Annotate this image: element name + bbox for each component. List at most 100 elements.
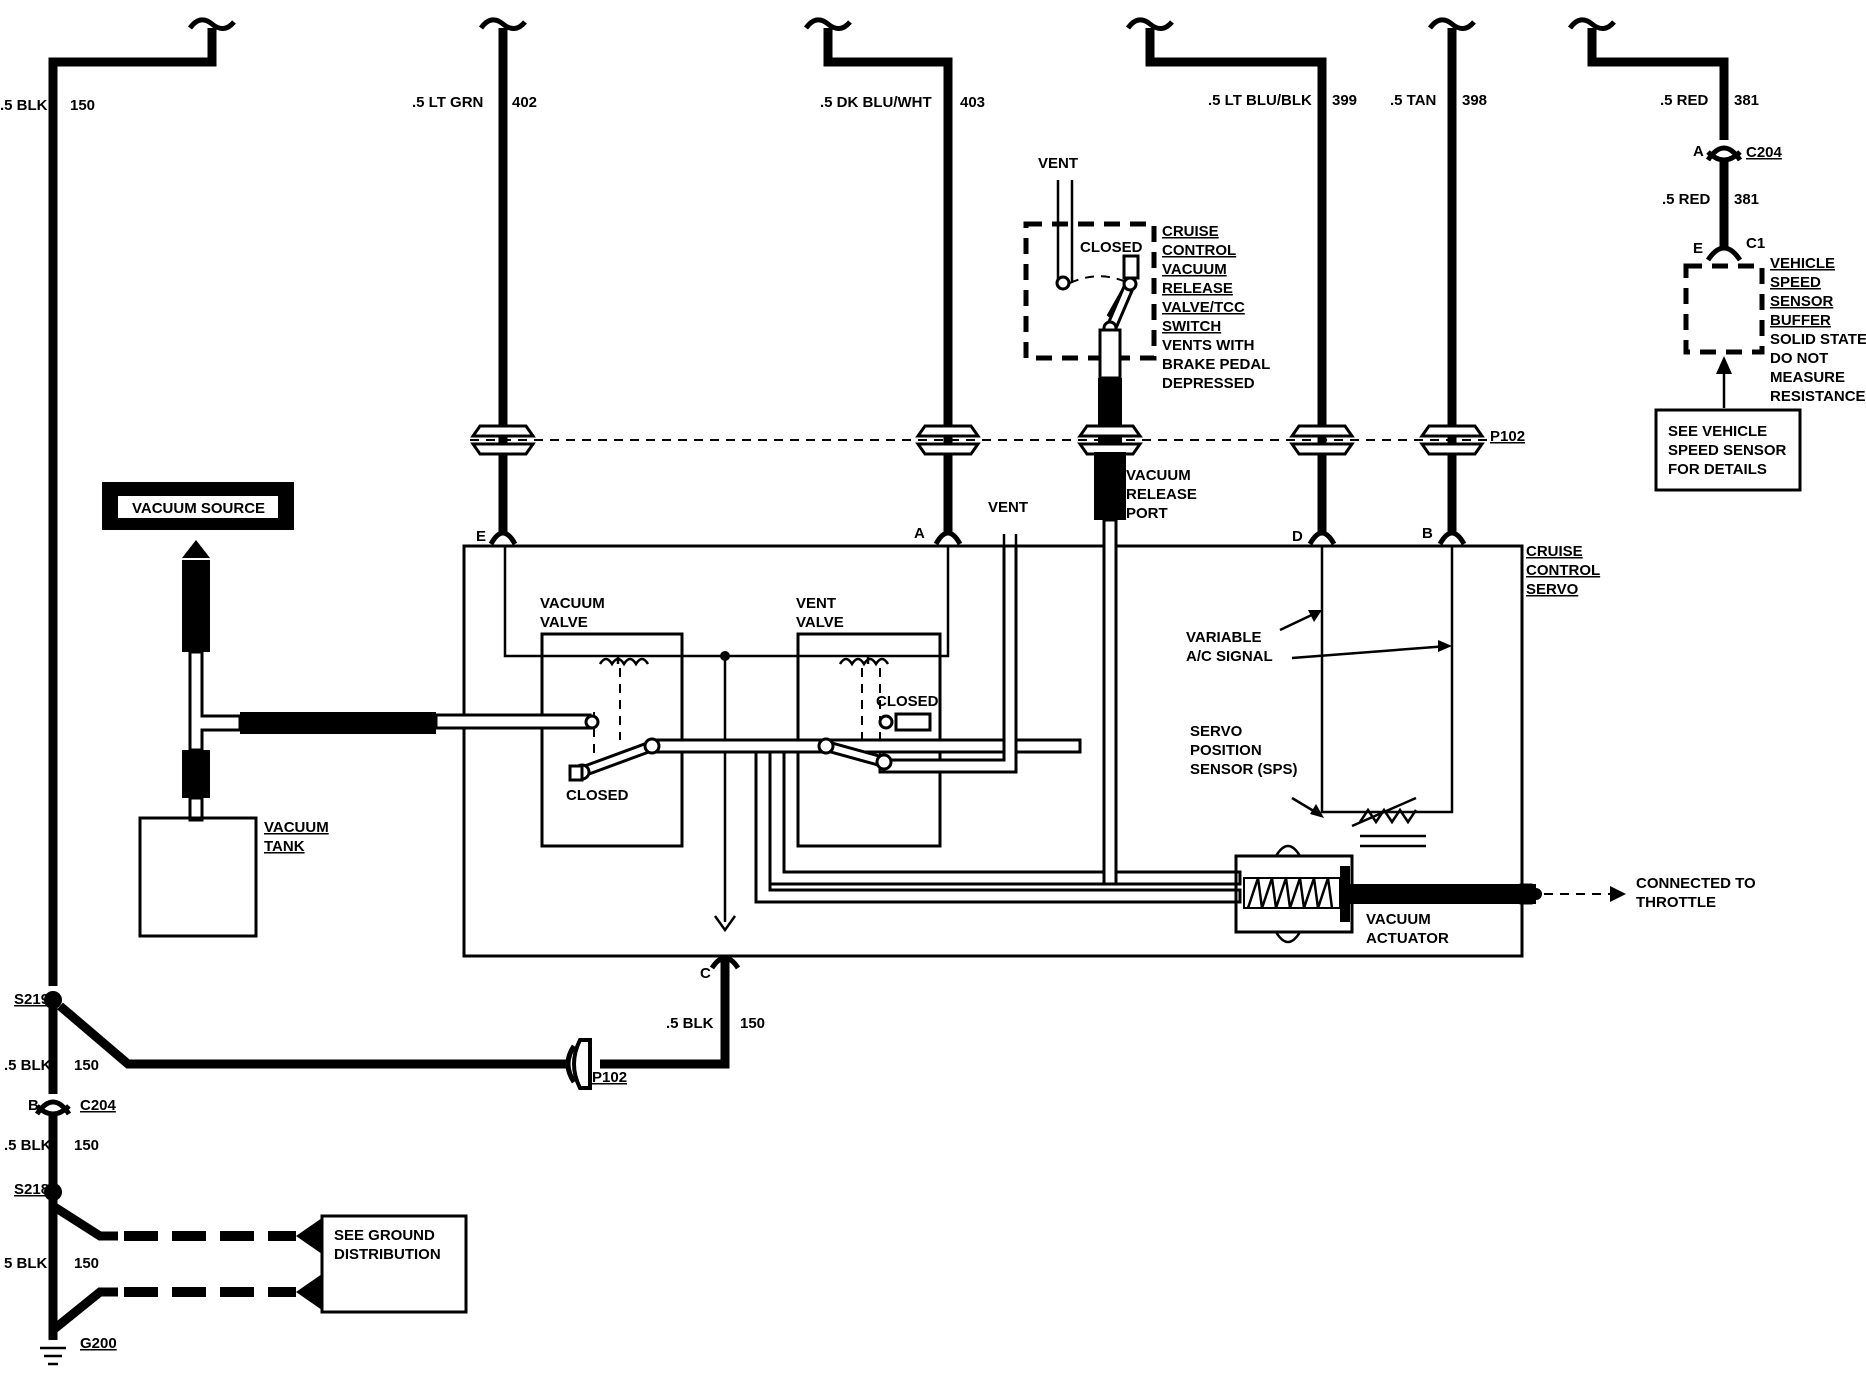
wire-size-label: .5 BLK (4, 1137, 52, 1154)
wire-circuit-label: 402 (512, 94, 537, 111)
arrow-line (1291, 644, 1449, 660)
arrow-head (1308, 610, 1322, 622)
wire-size-label: .5 LT GRN (412, 94, 483, 111)
release-port-line: PORT (1126, 505, 1168, 522)
pin-label: B (1422, 525, 1433, 542)
vacuum-valve-line: VALVE (540, 614, 588, 631)
vent-servo-label: VENT (988, 499, 1028, 516)
switch-note-line: DEPRESSED (1162, 375, 1255, 392)
ground-icon (40, 1346, 66, 1366)
cruise-control-servo-box (462, 544, 1524, 958)
wire-circuit-label: 398 (1462, 92, 1487, 109)
rod-end-dot (1530, 888, 1542, 900)
wire-circuit-label: 150 (74, 1255, 99, 1272)
vacuum-source-label: VACUUM SOURCE (132, 500, 265, 517)
junction-dot (720, 651, 730, 661)
contact (584, 714, 600, 730)
servo-name-line: CONTROL (1526, 562, 1600, 579)
wire-size-label: .5 LT BLU/BLK (1208, 92, 1312, 109)
connector-label: C204 (80, 1097, 117, 1114)
vss-buffer-box (1683, 263, 1765, 355)
connector-gap (45, 1094, 61, 1116)
vss-note-line: DO NOT (1770, 350, 1828, 367)
sps-potentiometer-icon (1351, 796, 1426, 848)
variable-signal-line: VARIABLE (1186, 629, 1262, 646)
vacuum-tank-line: VACUUM (264, 819, 329, 836)
vss-details-line: SPEED SENSOR (1668, 442, 1787, 459)
actuator-line: ACTUATOR (1366, 930, 1449, 947)
arrow-head (182, 540, 210, 558)
arrow-head (713, 915, 737, 933)
vacuum-tank-box (138, 816, 258, 938)
wire-150-main (48, 28, 217, 986)
wire-399 (1145, 28, 1327, 532)
pin-label: B (28, 1097, 39, 1114)
actuator-diaphragm (1274, 844, 1302, 944)
arrow-head (1310, 804, 1324, 818)
switch-name-line: CONTROL (1162, 242, 1236, 259)
sps-line: SENSOR (SPS) (1190, 761, 1298, 778)
wire-size-label: .5 BLK (4, 1057, 52, 1074)
switch-name-line: VALVE/TCC (1162, 299, 1245, 316)
vacuum-release-port (1094, 452, 1126, 520)
wire-break-symbol (187, 17, 236, 31)
wire-size-label: .5 RED (1660, 92, 1709, 109)
contact (878, 714, 894, 730)
variable-signal-line: A/C SIGNAL (1186, 648, 1273, 665)
wire-150-p102 (57, 1002, 570, 1069)
ground-branch-upper (50, 1202, 118, 1241)
ground-label: G200 (80, 1335, 117, 1352)
p102-grommet (572, 1038, 592, 1090)
wire-size-label: .5 RED (1662, 191, 1711, 208)
c204-connector-symbol (34, 1099, 72, 1117)
connector-gap (1716, 140, 1732, 162)
wire-break-symbol (1567, 17, 1616, 31)
arrow-head (1610, 886, 1626, 902)
release-port-line: VACUUM (1126, 467, 1191, 484)
splice-label: S219 (14, 991, 49, 1008)
ground-branch-lower (50, 1287, 118, 1334)
pin-label: D (1292, 528, 1303, 545)
vss-note-line: RESISTANCE (1770, 388, 1866, 405)
wire-size-label: .5 TAN (1390, 92, 1436, 109)
actuator-spring-icon (1243, 877, 1341, 909)
connector-label: C1 (1746, 235, 1765, 252)
vent-port-block (894, 712, 932, 732)
vss-details-line: FOR DETAILS (1668, 461, 1767, 478)
throttle-rod (1350, 884, 1536, 904)
c-pin-connector-symbol (709, 955, 741, 970)
vent-valve-armature-fill (825, 743, 885, 765)
servo-name-line: CRUISE (1526, 543, 1583, 560)
sps-line: SERVO (1190, 723, 1243, 740)
vacuum-source-inner (118, 496, 278, 518)
wire-150-servo-ground (600, 956, 730, 1069)
switch-name-line: SWITCH (1162, 318, 1221, 335)
vent-valve-line: VALVE (796, 614, 844, 631)
splice-s218 (44, 1183, 62, 1201)
vent-label: VENT (1038, 155, 1078, 172)
ground-distribution-box (320, 1214, 468, 1314)
hose-sleeve (240, 712, 436, 734)
arrow-head (296, 1218, 322, 1254)
contact (1055, 275, 1071, 291)
switch-throw (1069, 275, 1127, 284)
hose-sleeve (182, 750, 210, 798)
wire-403 (823, 28, 953, 532)
p102-label: P102 (1490, 428, 1525, 445)
pin-label: C (700, 965, 711, 982)
sps-line: POSITION (1190, 742, 1262, 759)
switch-name-line: VACUUM (1162, 261, 1227, 278)
hose (188, 796, 204, 822)
valve-seat (568, 764, 584, 782)
closed-label: CLOSED (566, 787, 629, 804)
vss-name-line: BUFFER (1770, 312, 1831, 329)
arrow-head (1438, 640, 1452, 652)
pivot (875, 753, 893, 771)
pin-label: A (1693, 143, 1704, 160)
wire-break-symbol (1427, 17, 1476, 31)
servo-name-line: SERVO (1526, 581, 1579, 598)
wire-circuit-label: 381 (1734, 92, 1759, 109)
pivot (817, 737, 835, 755)
throttle-line: CONNECTED TO (1636, 875, 1756, 892)
